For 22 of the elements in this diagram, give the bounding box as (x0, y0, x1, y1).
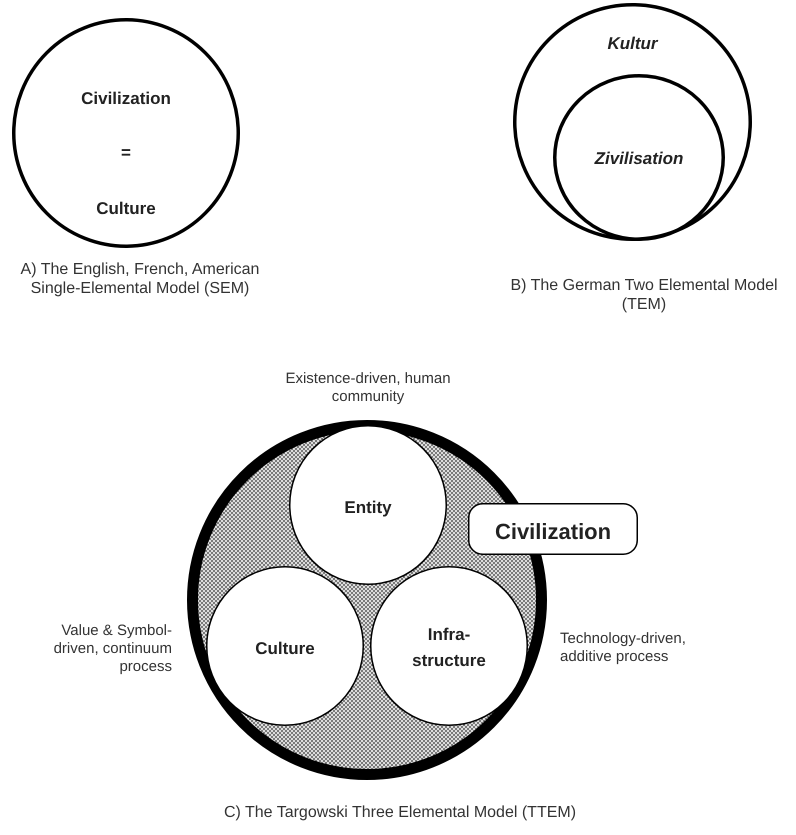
node-text: Kultur (606, 33, 660, 55)
node-text: Zivilisation (593, 148, 684, 170)
circle-node (370, 566, 528, 726)
annotation-text: A) The English, French, American Single-Elemental Model (SEM) (20, 260, 260, 298)
label-box (468, 503, 638, 555)
circle-node (513, 3, 752, 241)
node-text: Culture (254, 638, 316, 660)
annotation-text: C) The Targowski Three Elemental Model (TTEM) (222, 803, 578, 822)
circle-node (206, 566, 364, 726)
circle-node (289, 425, 447, 585)
annotation-text: B) The German Two Elemental Model (TEM) (510, 276, 778, 314)
node-text: = (120, 142, 132, 164)
circle-node (12, 18, 240, 248)
node-text: Entity (343, 497, 393, 519)
annotation-text: Existence-driven, human community (284, 370, 452, 406)
node-text: Culture (95, 198, 157, 220)
annotation-text: Value & Symbol-driven, continuum process (52, 622, 172, 676)
node-text: Infra-structure (411, 624, 487, 672)
annotation-text: Technology-driven, additive process (560, 630, 687, 666)
circle-node (553, 74, 725, 241)
node-text: Civilization (80, 88, 172, 110)
node-text: Civilization (494, 518, 612, 546)
